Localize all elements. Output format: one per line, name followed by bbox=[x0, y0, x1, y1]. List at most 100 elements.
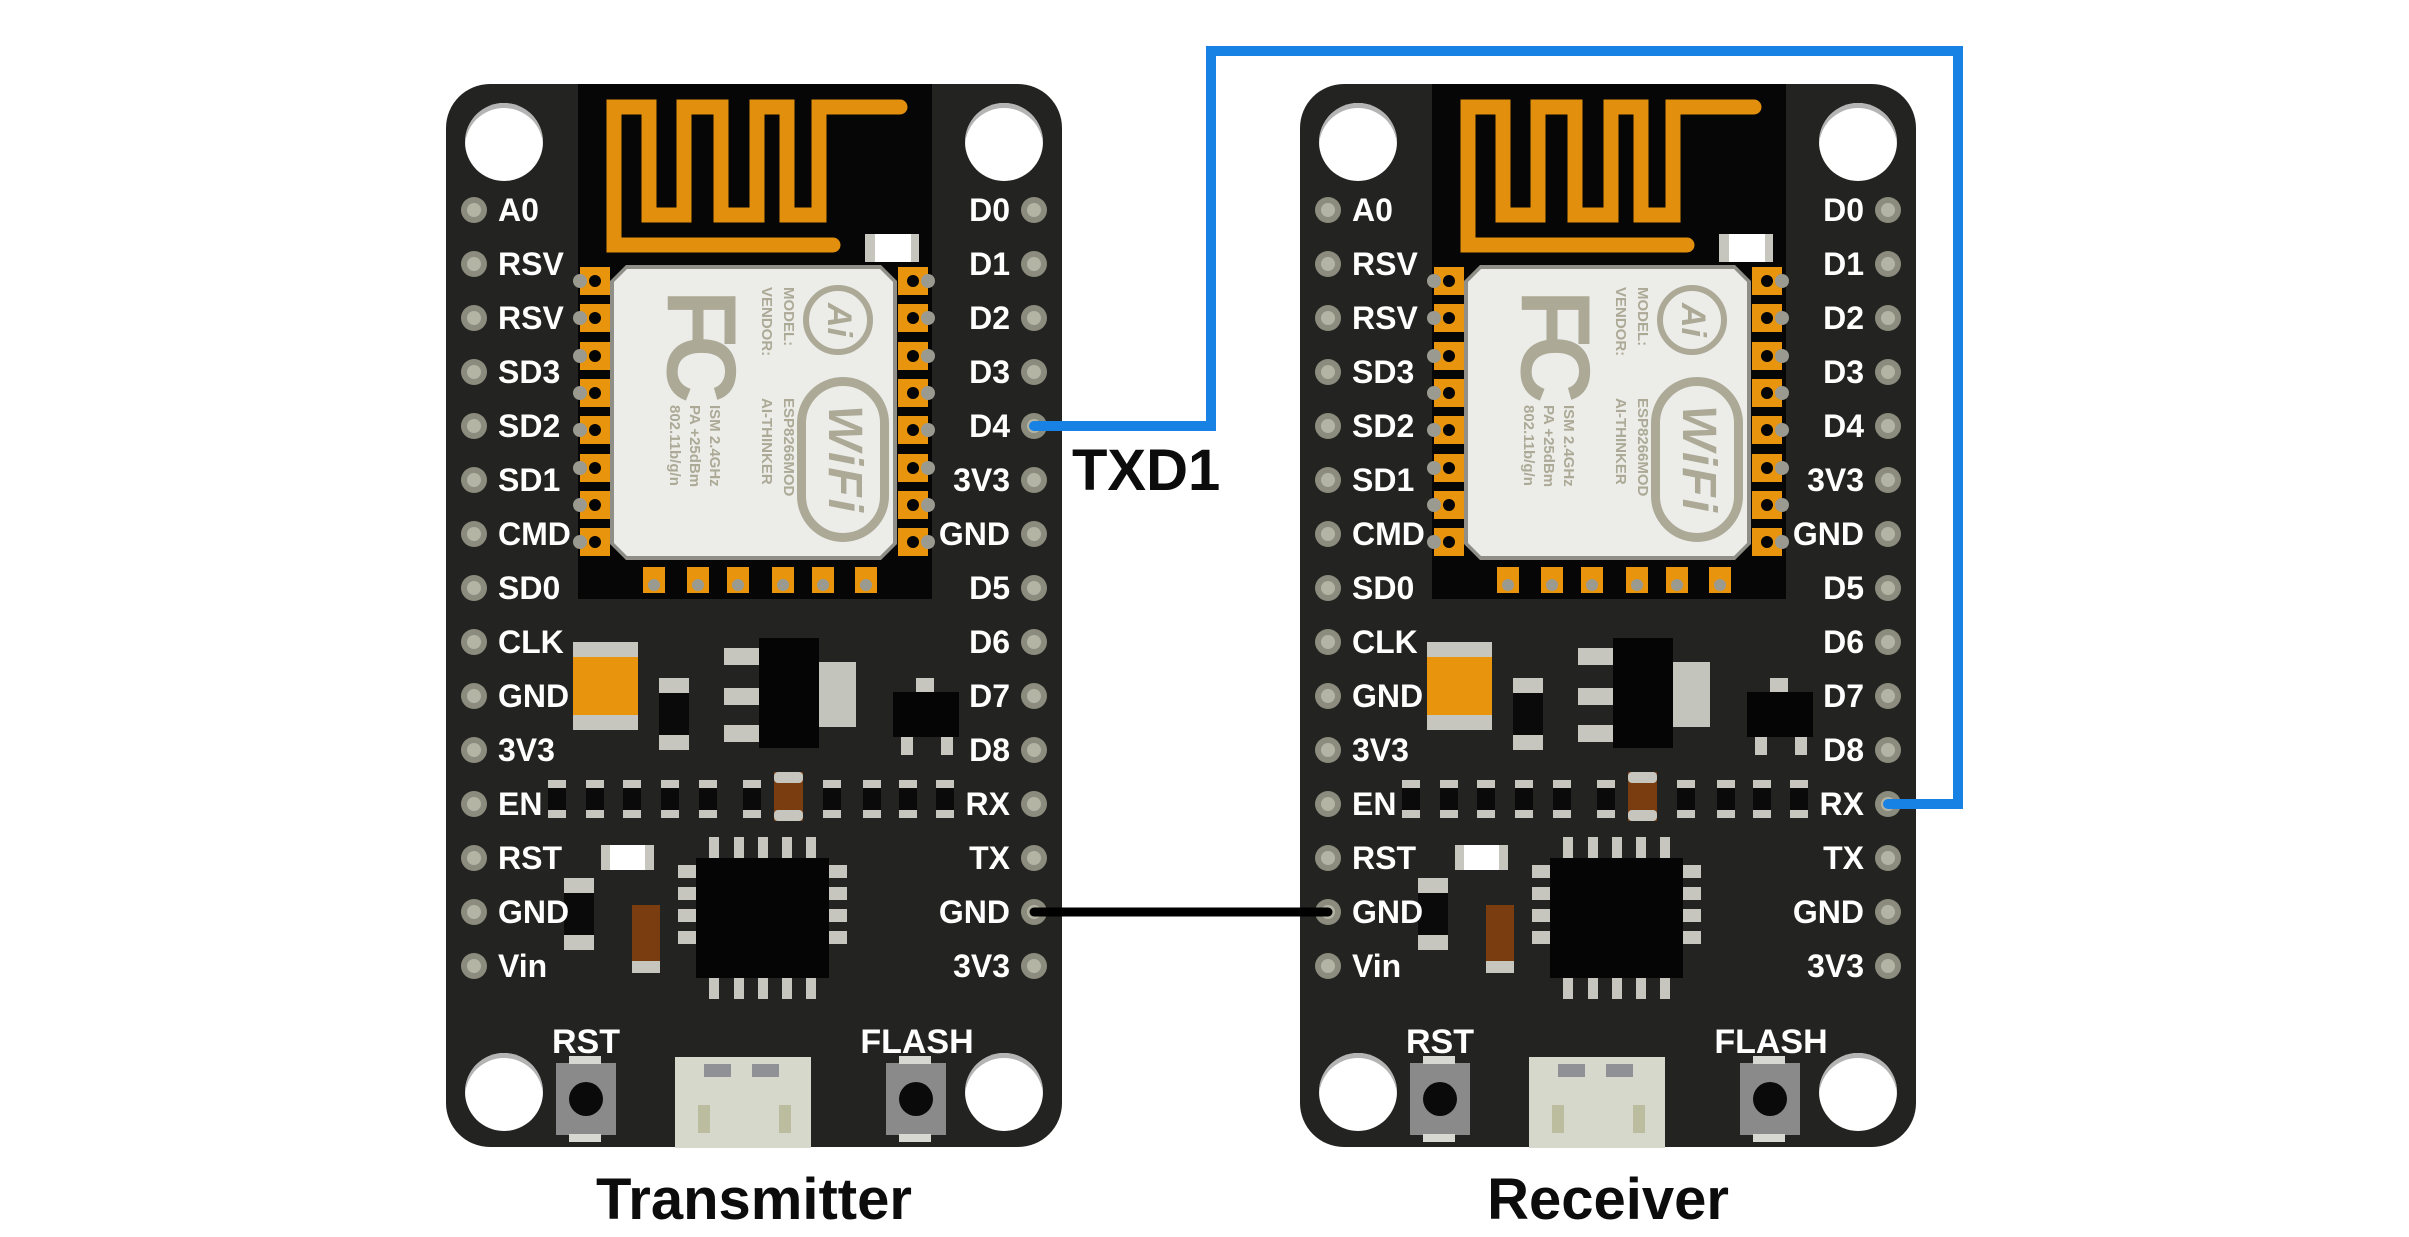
chip-leg bbox=[1532, 865, 1550, 878]
chip-leg bbox=[782, 837, 792, 858]
wifi-logo-icon: WiFi bbox=[797, 377, 889, 542]
nodemcu-board-receiver: Ai WiFi MODEL: ESP8266MOD VENDOR: AI-THI… bbox=[1300, 84, 1916, 1148]
mounting-hole bbox=[1319, 103, 1397, 181]
pin-3v3 bbox=[1021, 953, 1047, 979]
mounting-hole bbox=[965, 103, 1043, 181]
smd-capacitor-brown bbox=[1486, 905, 1514, 973]
module-pad bbox=[573, 304, 610, 333]
module-silkscreen: Ai WiFi MODEL: ESP8266MOD VENDOR: AI-THI… bbox=[610, 265, 897, 560]
module-spec-line: 802.11b/g/n bbox=[1520, 405, 1537, 486]
module-pad bbox=[898, 453, 935, 482]
chip-leg bbox=[1660, 837, 1670, 858]
pin-sd3 bbox=[461, 359, 487, 385]
module-pad bbox=[1666, 567, 1688, 593]
pin-label-3v3: 3V3 bbox=[953, 948, 1010, 984]
pin-d5 bbox=[1875, 575, 1901, 601]
pin-sd0 bbox=[461, 575, 487, 601]
chip-leg bbox=[1683, 865, 1701, 878]
chip-leg bbox=[734, 978, 744, 999]
pin-rx bbox=[1875, 791, 1901, 817]
transistor-leg bbox=[941, 737, 953, 755]
module-pad bbox=[1427, 490, 1464, 519]
pin-vin bbox=[461, 953, 487, 979]
module-pad bbox=[1427, 453, 1464, 482]
pin-cmd bbox=[461, 521, 487, 547]
pin-d2 bbox=[1875, 305, 1901, 331]
smd-resistor bbox=[1440, 780, 1458, 818]
button-plunger bbox=[899, 1082, 933, 1116]
pin-3v3 bbox=[1021, 467, 1047, 493]
regulator-leg bbox=[1578, 725, 1613, 742]
pin-label-gnd: GND bbox=[938, 516, 1010, 552]
smd-resistor bbox=[1790, 780, 1808, 818]
pin-d8 bbox=[1021, 737, 1047, 763]
pin-rsv bbox=[461, 305, 487, 331]
regulator-leg bbox=[724, 725, 759, 742]
chip-leg bbox=[1683, 909, 1701, 922]
chip-leg bbox=[678, 909, 696, 922]
module-pad bbox=[898, 416, 935, 445]
pin-label-gnd: GND bbox=[1792, 516, 1864, 552]
module-pad bbox=[1752, 304, 1789, 333]
smd-resistor bbox=[823, 780, 841, 818]
fcc-logo-icon: FC bbox=[646, 290, 757, 392]
module-pad bbox=[1427, 416, 1464, 445]
transistor-leg bbox=[1755, 737, 1767, 755]
smd-resistor bbox=[743, 780, 761, 818]
micro-usb-connector bbox=[675, 1057, 811, 1148]
pin-label-d4: D4 bbox=[969, 408, 1010, 444]
pin-gnd bbox=[1021, 899, 1047, 925]
pin-label-sd1: SD1 bbox=[498, 462, 561, 498]
pin-label-d5: D5 bbox=[1823, 570, 1864, 606]
chip-leg bbox=[1660, 978, 1670, 999]
pin-label-tx: TX bbox=[1823, 840, 1864, 876]
fcc-logo-icon: FC bbox=[1500, 290, 1611, 392]
board-title-receiver: Receiver bbox=[1487, 1167, 1729, 1232]
pin-label-tx: TX bbox=[969, 840, 1010, 876]
pin-label-en: EN bbox=[498, 786, 543, 822]
pin-label-sd3: SD3 bbox=[1352, 354, 1415, 390]
mounting-hole bbox=[465, 103, 543, 181]
chip-leg bbox=[678, 931, 696, 944]
chip-leg bbox=[1532, 931, 1550, 944]
smd-resistor bbox=[936, 780, 954, 818]
module-model-value: ESP8266MOD bbox=[1634, 398, 1651, 497]
smd-resistor bbox=[1753, 780, 1771, 818]
board-title-transmitter: Transmitter bbox=[596, 1167, 912, 1232]
module-pad bbox=[898, 528, 935, 557]
pin-d3 bbox=[1875, 359, 1901, 385]
smd-resistor bbox=[1402, 780, 1420, 818]
pin-d7 bbox=[1875, 683, 1901, 709]
pin-d1 bbox=[1875, 251, 1901, 277]
pin-label-sd2: SD2 bbox=[498, 408, 561, 444]
pin-d0 bbox=[1021, 197, 1047, 223]
module-pad bbox=[573, 490, 610, 519]
pin-rst bbox=[461, 845, 487, 871]
smd-resistor bbox=[699, 780, 717, 818]
module-pad bbox=[1581, 567, 1603, 593]
module-pad bbox=[898, 490, 935, 519]
smd-resistor bbox=[1553, 780, 1571, 818]
pin-rsv bbox=[461, 251, 487, 277]
pin-label-d8: D8 bbox=[1823, 732, 1864, 768]
pin-label-rsv: RSV bbox=[1352, 300, 1418, 336]
regulator-tab bbox=[819, 662, 856, 727]
flash-button bbox=[886, 1056, 946, 1142]
pin-label-clk: CLK bbox=[1352, 624, 1418, 660]
pin-d1 bbox=[1021, 251, 1047, 277]
tantalum-capacitor bbox=[573, 642, 638, 730]
usb-serial-chip bbox=[1550, 858, 1683, 978]
button-plunger bbox=[569, 1082, 603, 1116]
transistor bbox=[1747, 692, 1813, 737]
chip-leg bbox=[1588, 978, 1598, 999]
usb-slot bbox=[1633, 1105, 1645, 1133]
pin-label-cmd: CMD bbox=[498, 516, 571, 552]
chip-leg bbox=[829, 887, 847, 900]
module-spec-line: 802.11b/g/n bbox=[666, 405, 683, 486]
chip-leg bbox=[678, 865, 696, 878]
pin-a0 bbox=[1315, 197, 1341, 223]
reset-button-label: RST bbox=[1406, 1023, 1474, 1061]
pin-label-d6: D6 bbox=[969, 624, 1010, 660]
pin-3v3 bbox=[1315, 737, 1341, 763]
